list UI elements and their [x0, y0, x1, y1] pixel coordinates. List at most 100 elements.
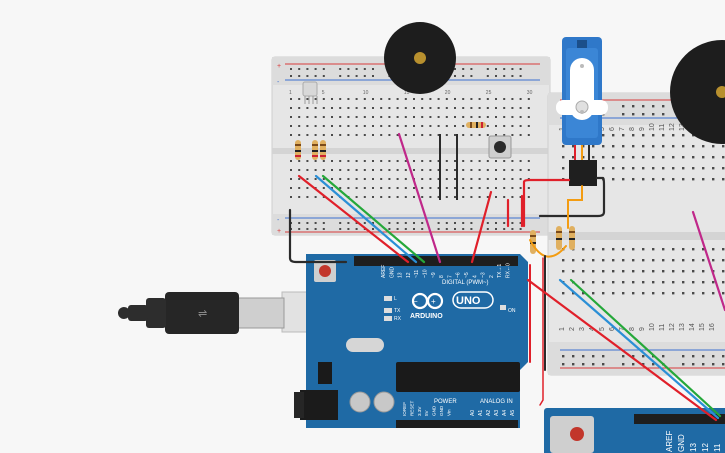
wire-red-cross — [526, 278, 718, 422]
pin-label: 13 — [689, 443, 698, 452]
pin-label: GND — [432, 405, 437, 416]
pin-label: 12 — [406, 272, 412, 278]
servo-connector[interactable] — [569, 160, 597, 186]
breadboard-right-col-number-bottom: 15 — [699, 323, 706, 331]
wire-orange-curve — [529, 239, 567, 258]
digital-pins-label: DIGITAL (PWM~) — [442, 280, 489, 286]
breadboard-right-col-number-top: 9 — [639, 127, 646, 131]
breadboard-left-col-number: 10 — [363, 90, 369, 96]
breadboard-right-col-number-bottom: 6 — [609, 327, 616, 331]
wire-red-led — [297, 174, 410, 264]
pin-label: 7 — [447, 275, 453, 278]
breadboard-left-col-number: 5 — [322, 90, 325, 96]
wire-blue-cross — [558, 278, 720, 420]
wire-magenta-right — [691, 210, 725, 312]
pin-label: ~11 — [414, 270, 420, 278]
resistor-horizontal[interactable] — [466, 122, 486, 128]
pin-label: 2 — [489, 275, 495, 278]
pin-label: ~3 — [481, 272, 487, 278]
pin-label: A1 — [478, 410, 484, 416]
breadboard-right-col-number-top: 7 — [619, 127, 626, 131]
breadboard-left-col-number: 25 — [486, 90, 492, 96]
breadboard-right-col-number-bottom: 13 — [679, 323, 686, 331]
wire-black-gnd — [288, 208, 348, 264]
svg-text:−: − — [413, 297, 418, 306]
pin-label: A4 — [502, 410, 508, 416]
rail-plus-label: + — [277, 63, 281, 70]
breadboard-right-col-number-bottom: 7 — [619, 327, 626, 331]
breadboard-left-col-number: 15 — [404, 90, 410, 96]
breadboard-right-col-number-bottom: 8 — [629, 327, 636, 331]
rail-minus-label-bottom: - — [277, 217, 280, 224]
breadboard-right-col-number-bottom: 11 — [659, 324, 666, 331]
wires[interactable] — [288, 132, 725, 422]
pin-label: 12 — [701, 443, 710, 452]
arduino-model-label: UNO — [456, 295, 481, 307]
breadboard-right-col-number-bottom: 10 — [649, 323, 656, 331]
rail-minus-label: - — [277, 79, 280, 86]
pin-label: A5 — [510, 410, 516, 416]
arduino-uno-second[interactable] — [544, 408, 725, 453]
breadboard-right-col-number-bottom: 14 — [689, 323, 696, 331]
pin-label: AREF — [381, 265, 387, 278]
micro-servo[interactable] — [556, 37, 608, 145]
pin-label: A0 — [470, 410, 476, 416]
pin-label: 8 — [439, 275, 445, 278]
rgb-led[interactable] — [302, 81, 318, 104]
pin-label: Vin — [446, 409, 451, 416]
pin-label: 3.3V — [417, 406, 422, 416]
analog-pins-label: ANALOG IN — [480, 399, 513, 405]
pin-label: A2 — [486, 410, 492, 416]
arduino-uno[interactable]: − + — [294, 254, 528, 428]
breadboard-right-col-number-top: 5 — [599, 127, 606, 131]
pin-label: 13 — [398, 272, 404, 278]
breadboard-right-col-number-top: 8 — [629, 127, 636, 131]
pin-label: RESET — [409, 400, 414, 416]
wire-black-servo — [538, 176, 606, 218]
usb-cable[interactable]: ⇌ — [118, 291, 317, 334]
rx-led-label: RX — [394, 316, 402, 322]
reset-button[interactable] — [319, 265, 331, 277]
breadboard-right-col-number-top: 11 — [659, 124, 666, 131]
pin-label: RX←0 — [506, 263, 512, 278]
breadboard-right-col-number-top: 12 — [669, 123, 676, 131]
pin-label: 4 — [472, 275, 478, 278]
wire-green-cross — [569, 278, 722, 418]
breadboard-right-col-number-top: 10 — [649, 123, 656, 131]
pin-label: 11 — [713, 443, 722, 452]
wire-red-thin — [539, 257, 544, 406]
breadboard-left-col-number: 1 — [289, 90, 292, 96]
pin-label: IOREF — [402, 402, 407, 416]
breadboard-right-col-number-bottom: 12 — [669, 323, 676, 331]
piezo-buzzer-right[interactable] — [670, 40, 725, 144]
breadboard-left-col-number: 30 — [527, 90, 533, 96]
breadboard-right-col-number-bottom: 3 — [579, 327, 586, 331]
on-led-label: ON — [508, 308, 516, 314]
resistor-group-left[interactable] — [295, 140, 326, 160]
breadboard-right-col-number-bottom: 2 — [569, 327, 576, 331]
breadboard-right-col-number-bottom: 1 — [559, 327, 566, 331]
breadboard-right-col-number-bottom: 16 — [709, 323, 716, 331]
breadboard-right-col-number-bottom: 9 — [639, 327, 646, 331]
pin-label: GND — [389, 267, 395, 279]
piezo-buzzer-left[interactable] — [384, 22, 456, 94]
pin-label: ~5 — [464, 272, 470, 278]
push-button[interactable] — [488, 135, 512, 159]
tx-led-label: TX — [394, 308, 401, 314]
pin-label: ~10 — [423, 269, 429, 278]
wire-blue-led — [314, 174, 418, 264]
power-pins-label: POWER — [434, 399, 457, 405]
pin-label: A3 — [494, 410, 500, 416]
wire-green-led — [321, 174, 426, 264]
pin-label: GND — [439, 405, 444, 416]
arduino-logo-icon: − + — [411, 292, 444, 310]
l-led-label: L — [394, 296, 397, 302]
usb-icon: ⇌ — [198, 308, 207, 320]
